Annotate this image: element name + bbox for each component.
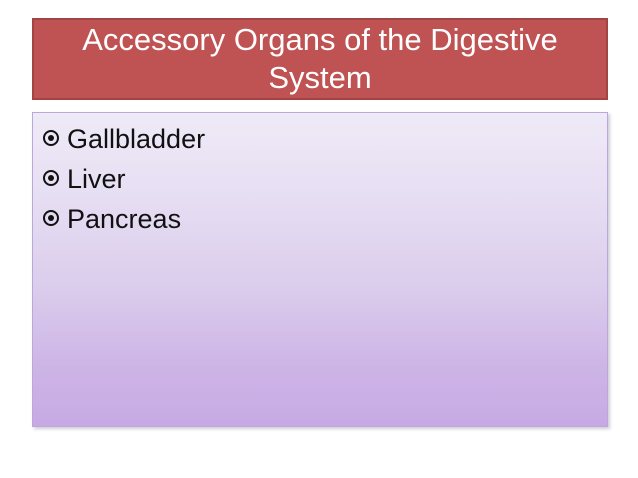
list-item: Pancreas [41,199,607,239]
bullet-item-label: Liver [67,164,126,194]
slide-title-block: Accessory Organs of the Digestive System [32,18,608,100]
list-item: Liver [41,159,607,199]
circled-dot-bullet-icon [41,168,65,192]
slide-content-block: Gallbladder Liver Pancreas [32,112,608,427]
circled-dot-bullet-icon [41,128,65,152]
circled-dot-bullet-icon [41,208,65,232]
bullet-item-label: Gallbladder [67,124,206,154]
bullet-list: Gallbladder Liver Pancreas [41,119,607,239]
page-title: Accessory Organs of the Digestive System [82,22,558,95]
bullet-item-label: Pancreas [67,204,182,234]
list-item: Gallbladder [41,119,607,159]
